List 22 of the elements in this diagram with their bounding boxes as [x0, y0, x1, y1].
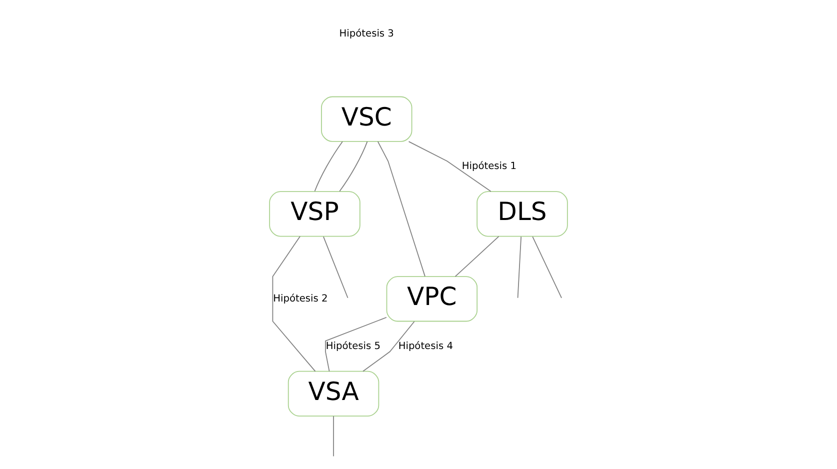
connector: [314, 141, 343, 192]
node-box: VSC: [321, 96, 412, 142]
connector: [517, 236, 522, 298]
connector: [532, 236, 562, 298]
connector: [362, 321, 415, 372]
node-box: VSP: [269, 191, 360, 237]
node-box: VPC: [386, 276, 478, 322]
connector: [454, 236, 500, 277]
node-box: DLS: [476, 191, 568, 237]
connector: [377, 141, 426, 277]
connector: [408, 141, 492, 192]
edge-label: Hipótesis 5: [326, 340, 381, 352]
edge-label: Hipótesis 2: [273, 293, 328, 304]
connector: [325, 316, 387, 372]
connector: [272, 236, 316, 372]
connector: [339, 141, 368, 192]
edge-label: Hipótesis 4: [398, 340, 453, 352]
label: Hipótesis 3: [339, 28, 394, 40]
edge-label: Hipótesis 1: [462, 161, 516, 172]
node-box: VSA: [288, 370, 380, 417]
connector: [323, 236, 348, 298]
connector: [333, 416, 334, 457]
